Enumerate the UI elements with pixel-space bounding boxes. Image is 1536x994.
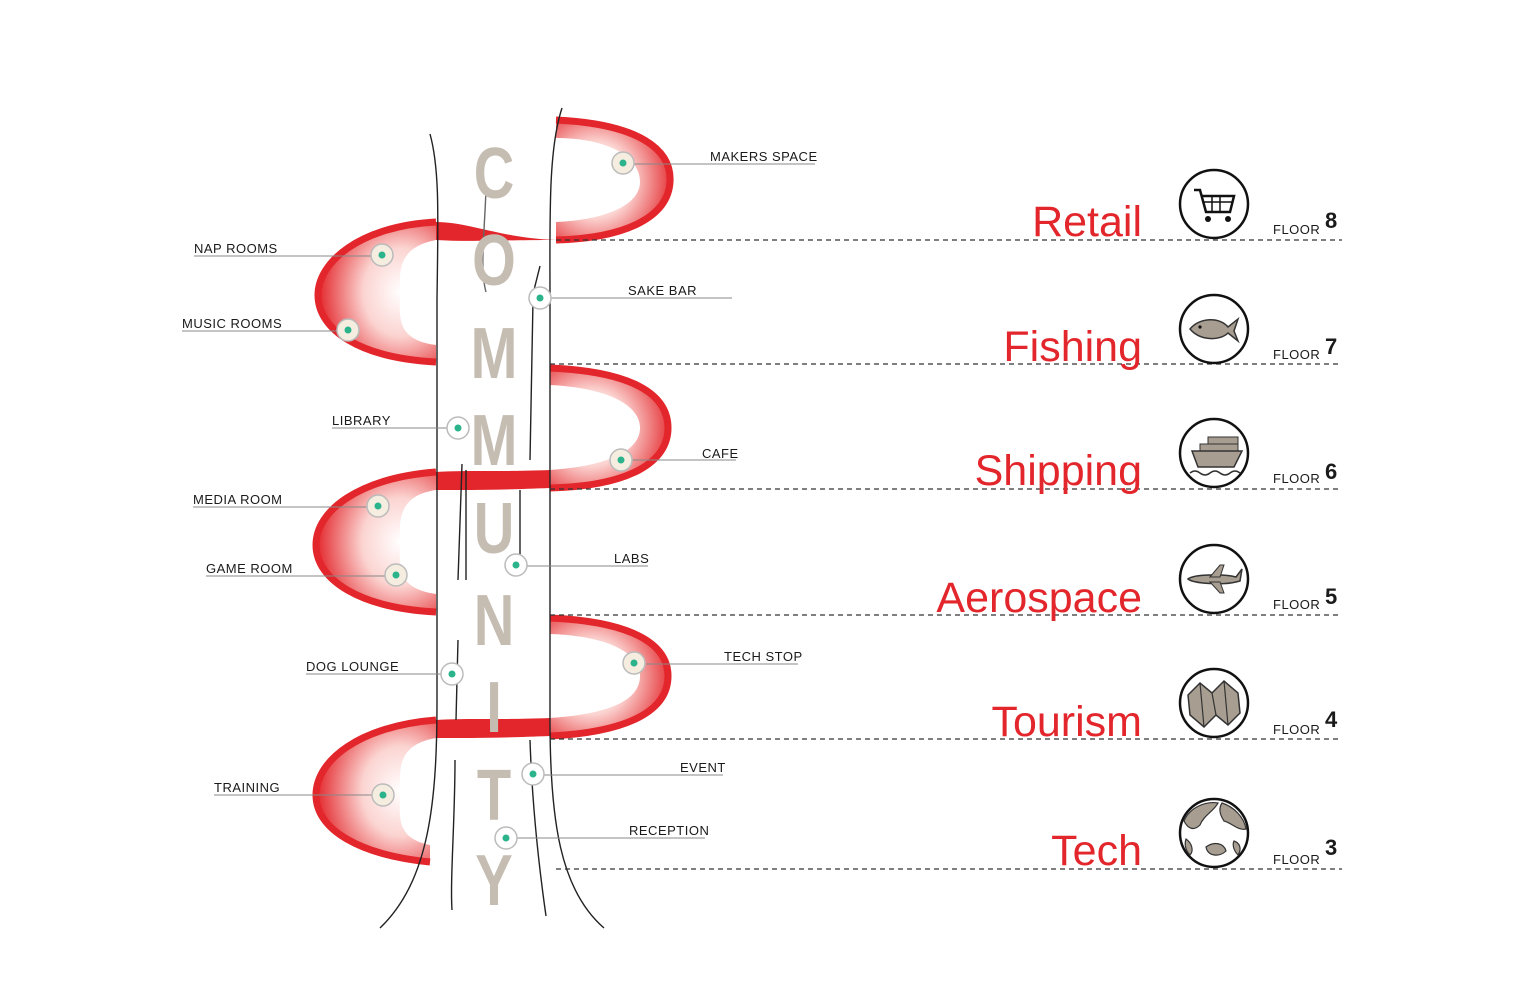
marker-makers-space — [611, 151, 635, 175]
floor-label-6: FLOOR — [1273, 471, 1321, 486]
room-label-training: TRAINING — [214, 780, 281, 795]
cargo-ship-icon — [1178, 417, 1250, 489]
marker-training — [371, 783, 395, 807]
room-label-event: EVENT — [680, 760, 726, 775]
globe-icon — [1178, 797, 1250, 869]
industry-label-retail: Retail — [1032, 198, 1142, 246]
room-label-nap-rooms: NAP ROOMS — [194, 241, 278, 256]
room-label-cafe: CAFE — [702, 446, 739, 461]
community-letter-c: C — [473, 134, 515, 214]
community-letter-m2: M — [470, 401, 518, 481]
floor-label-5: FLOOR — [1273, 597, 1321, 612]
floor-number-3: 3 — [1325, 835, 1338, 860]
floor-number-7: 7 — [1325, 334, 1338, 359]
marker-library — [446, 416, 470, 440]
community-letter-i: I — [486, 668, 502, 748]
marker-game-room — [384, 563, 408, 587]
floor-label-3: FLOOR — [1273, 852, 1321, 867]
industry-label-shipping: Shipping — [974, 447, 1142, 495]
room-label-makers-space: MAKERS SPACE — [710, 149, 818, 164]
room-label-labs: LABS — [614, 551, 650, 566]
room-label-music-rooms: MUSIC ROOMS — [182, 316, 283, 331]
community-letter-t: T — [476, 756, 512, 836]
room-label-dog-lounge: DOG LOUNGE — [306, 659, 400, 674]
marker-sake-bar — [528, 286, 552, 310]
community-letter-m1: M — [470, 314, 518, 394]
industry-label-fishing: Fishing — [1003, 323, 1142, 371]
marker-nap-rooms — [370, 243, 394, 267]
room-label-library: LIBRARY — [332, 413, 391, 428]
marker-music-rooms — [336, 318, 360, 342]
shopping-cart-icon — [1178, 168, 1250, 240]
community-letter-n: N — [473, 581, 515, 661]
fish-icon — [1178, 293, 1250, 365]
room-label-media-room: MEDIA ROOM — [193, 492, 283, 507]
marker-event — [521, 762, 545, 786]
trunk-outline — [379, 107, 605, 929]
floor-label-8: FLOOR — [1273, 222, 1321, 237]
floor-number-4: 4 — [1325, 707, 1338, 732]
floor-number-6: 6 — [1325, 459, 1338, 484]
floor-label-7: FLOOR — [1273, 347, 1321, 362]
room-markers — [336, 151, 646, 850]
marker-dog-lounge — [440, 662, 464, 686]
floor-number-8: 8 — [1325, 208, 1338, 233]
room-label-reception: RECEPTION — [629, 823, 710, 838]
marker-reception — [494, 826, 518, 850]
community-letter-u: U — [473, 489, 515, 569]
community-letter-y: Y — [475, 841, 513, 921]
marker-labs — [504, 553, 528, 577]
marker-media-room — [366, 494, 390, 518]
airplane-icon — [1178, 543, 1250, 615]
marker-cafe — [609, 448, 633, 472]
industry-label-aerospace: Aerospace — [936, 574, 1142, 622]
room-label-tech-stop: TECH STOP — [724, 649, 803, 664]
room-label-game-room: GAME ROOM — [206, 561, 293, 576]
industry-label-tourism: Tourism — [991, 698, 1142, 746]
leader-lines — [182, 163, 815, 839]
folded-map-icon — [1178, 667, 1250, 739]
room-label-sake-bar: SAKE BAR — [628, 283, 698, 298]
community-letter-o: O — [472, 221, 516, 301]
floor-number-5: 5 — [1325, 584, 1338, 609]
floor-label-4: FLOOR — [1273, 722, 1321, 737]
industry-label-tech: Tech — [1051, 827, 1142, 875]
marker-tech-stop — [622, 651, 646, 675]
